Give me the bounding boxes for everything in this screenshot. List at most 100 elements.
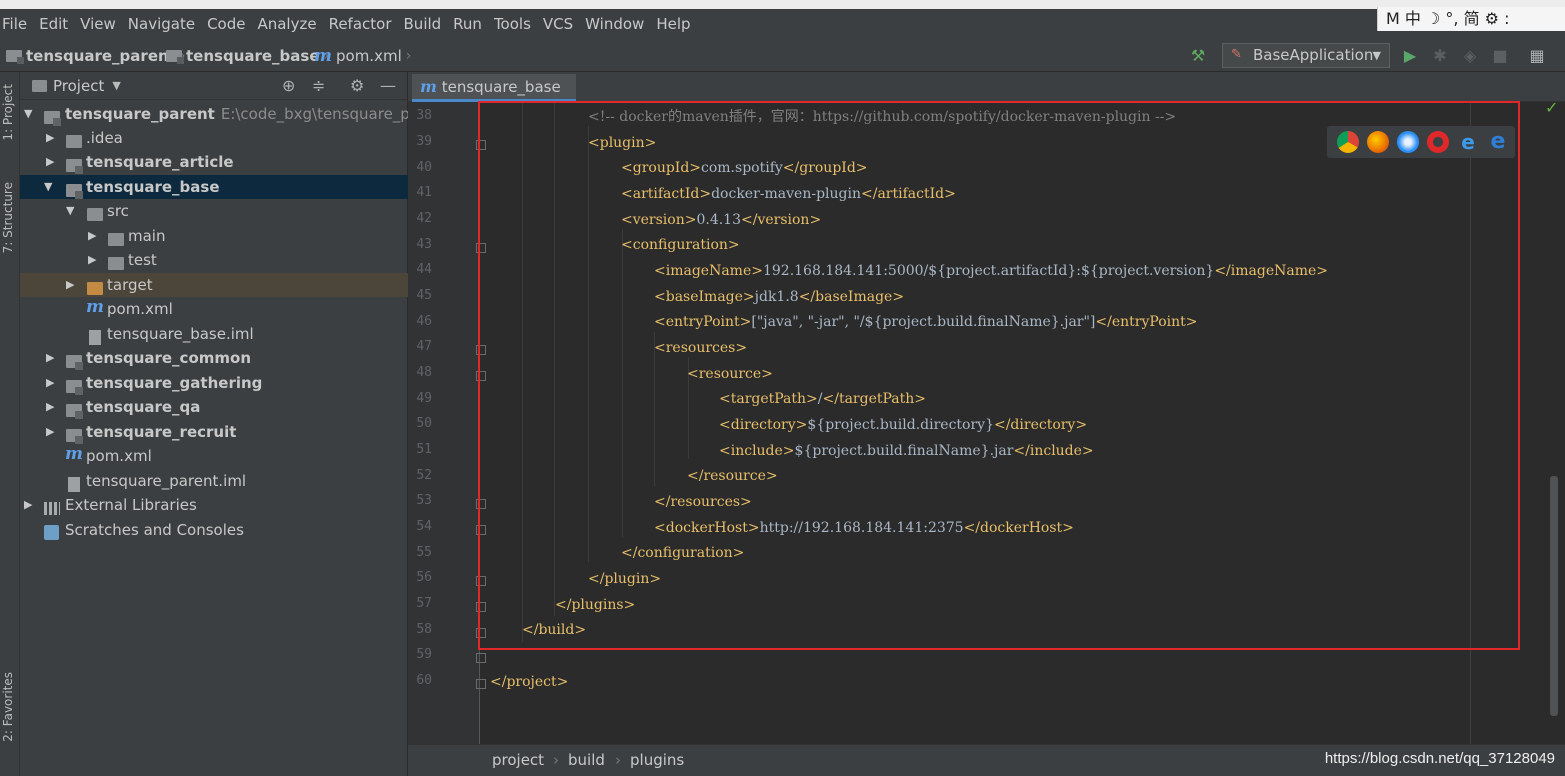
fold-marker-icon[interactable] (476, 243, 486, 253)
breadcrumb-module[interactable]: tensquare_base › (166, 46, 329, 66)
collapse-arrow-icon[interactable]: ▶ (46, 425, 55, 438)
editor-scrollbar[interactable] (1550, 476, 1558, 716)
fold-marker-icon[interactable] (476, 602, 486, 612)
fold-marker-icon[interactable] (476, 679, 486, 689)
fold-marker-icon[interactable] (476, 525, 486, 535)
tree-item-scratches[interactable]: Scratches and Consoles (20, 518, 408, 542)
chrome-icon[interactable] (1337, 131, 1359, 153)
menu-tools[interactable]: Tools (493, 15, 531, 33)
breadcrumb-build[interactable]: build (568, 751, 605, 769)
expand-arrow-icon[interactable]: ▼ (66, 204, 75, 217)
menu-build[interactable]: Build (403, 15, 442, 33)
fold-marker-icon[interactable] (476, 140, 486, 150)
collapse-arrow-icon[interactable]: ▶ (24, 498, 33, 511)
collapse-arrow-icon[interactable]: ▶ (88, 253, 97, 266)
menu-view[interactable]: View (80, 15, 116, 33)
locate-icon[interactable]: ⊕ (282, 76, 296, 95)
menu-help[interactable]: Help (656, 15, 691, 33)
tree-item-label: tensquare_article (86, 153, 234, 171)
navigation-bar: tensquare_parent › tensquare_base › m po… (0, 40, 1565, 72)
inspection-ok-icon[interactable]: ✓ (1545, 98, 1559, 117)
debug-icon[interactable]: ✱ (1433, 46, 1447, 65)
module-folder-icon (66, 180, 82, 204)
tree-item-idea[interactable]: ▶ .idea (20, 126, 408, 150)
tree-item-pom-base[interactable]: m pom.xml (20, 297, 408, 321)
menu-navigate[interactable]: Navigate (127, 15, 196, 33)
tree-item-test[interactable]: ▶ test (20, 248, 408, 272)
tree-item-tensquare-qa[interactable]: ▶ tensquare_qa (20, 395, 408, 419)
tree-item-base-iml[interactable]: tensquare_base.iml (20, 322, 408, 346)
tree-item-tensquare-recruit[interactable]: ▶ tensquare_recruit (20, 420, 408, 444)
code-editor[interactable]: <!-- docker的maven插件，官网：https://github.co… (488, 102, 1548, 750)
menu-edit[interactable]: Edit (39, 15, 69, 33)
collapse-arrow-icon[interactable]: ▶ (46, 351, 55, 364)
collapse-arrow-icon[interactable]: ▶ (46, 155, 55, 168)
project-view-selector[interactable]: Project (53, 76, 105, 95)
fold-marker-icon[interactable] (476, 371, 486, 381)
collapse-arrow-icon[interactable]: ▶ (46, 400, 55, 413)
collapse-arrow-icon[interactable]: ▶ (88, 229, 97, 242)
firefox-icon[interactable] (1367, 131, 1389, 153)
tab-favorites-tool[interactable]: 2: Favorites (1, 672, 15, 742)
safari-icon[interactable] (1397, 131, 1419, 153)
tab-tensquare-base[interactable]: m tensquare_base ✕ (412, 74, 576, 121)
build-hammer-icon[interactable]: ⚒ (1190, 46, 1206, 65)
line-number: 47 (416, 339, 432, 354)
tree-item-pom-parent[interactable]: m pom.xml (20, 444, 408, 468)
folder-icon (87, 204, 103, 228)
stop-icon[interactable]: ■ (1492, 46, 1508, 65)
tree-item-parent-iml[interactable]: tensquare_parent.iml (20, 469, 408, 493)
menu-window[interactable]: Window (585, 15, 645, 33)
tree-item-main[interactable]: ▶ main (20, 224, 408, 248)
coverage-icon[interactable]: ◈ (1463, 46, 1477, 65)
run-configuration-select[interactable]: ✎ BaseApplication ▼ (1222, 43, 1390, 68)
menu-analyze[interactable]: Analyze (257, 15, 317, 33)
code-line-47: <resources> (654, 340, 748, 356)
fold-marker-icon[interactable] (476, 576, 486, 586)
code-line-38: <!-- docker的maven插件，官网：https://github.co… (588, 109, 1177, 125)
tree-item-tensquare-article[interactable]: ▶ tensquare_article (20, 150, 408, 174)
collapse-arrow-icon[interactable]: ▶ (46, 131, 55, 144)
tree-item-tensquare-common[interactable]: ▶ tensquare_common (20, 346, 408, 370)
tab-project-tool[interactable]: 1: Project (1, 84, 15, 141)
run-icon[interactable]: ▶ (1403, 46, 1417, 65)
fold-marker-icon[interactable] (476, 345, 486, 355)
dropdown-arrow-icon[interactable]: ▼ (112, 79, 121, 92)
opera-icon[interactable] (1427, 131, 1449, 153)
minimize-icon[interactable]: — (380, 76, 396, 95)
menu-file[interactable]: File (2, 15, 28, 33)
expand-arrow-icon[interactable]: ▼ (24, 107, 33, 120)
project-structure-icon[interactable]: ▦ (1529, 46, 1545, 65)
gear-icon[interactable]: ⚙ (350, 76, 365, 95)
tab-label: tensquare_base (441, 78, 561, 96)
breadcrumb-plugins[interactable]: plugins (630, 751, 685, 769)
tree-item-tensquare-base[interactable]: ▼ tensquare_base (20, 175, 408, 199)
breadcrumb-parent[interactable]: tensquare_parent › (6, 46, 185, 66)
fold-marker-icon[interactable] (476, 499, 486, 509)
tree-item-external-libraries[interactable]: ▶ External Libraries (20, 493, 408, 517)
fold-marker-icon[interactable] (476, 628, 486, 638)
ime-toolbar[interactable]: M 中 ☽ °, 简 ⚙ : (1377, 7, 1565, 31)
edge-icon[interactable]: e (1490, 129, 1506, 154)
expand-arrow-icon[interactable]: ▼ (44, 180, 53, 193)
tree-item-src[interactable]: ▼ src (20, 199, 408, 223)
collapse-arrow-icon[interactable]: ▶ (46, 376, 55, 389)
collapse-all-icon[interactable]: ≑ (312, 76, 326, 95)
menu-refactor[interactable]: Refactor (328, 15, 392, 33)
breadcrumb-project[interactable]: project (492, 751, 545, 769)
menu-run[interactable]: Run (453, 15, 482, 33)
tab-structure-tool[interactable]: 7: Structure (1, 182, 15, 254)
internet-explorer-icon[interactable]: e (1461, 130, 1475, 154)
tree-item-label: test (128, 251, 157, 269)
tree-item-target[interactable]: ▶ target (20, 273, 408, 297)
code-line-39: <plugin> (588, 135, 657, 151)
fold-marker-icon[interactable] (476, 653, 486, 663)
code-line-42: <version>0.4.13</version> (621, 212, 822, 228)
tree-item-tensquare-gathering[interactable]: ▶ tensquare_gathering (20, 371, 408, 395)
menu-code[interactable]: Code (207, 15, 246, 33)
breadcrumb-file[interactable]: m pom.xml › (314, 46, 411, 66)
line-number: 53 (416, 493, 432, 508)
collapse-arrow-icon[interactable]: ▶ (66, 278, 75, 291)
menu-vcs[interactable]: VCS (542, 15, 574, 33)
